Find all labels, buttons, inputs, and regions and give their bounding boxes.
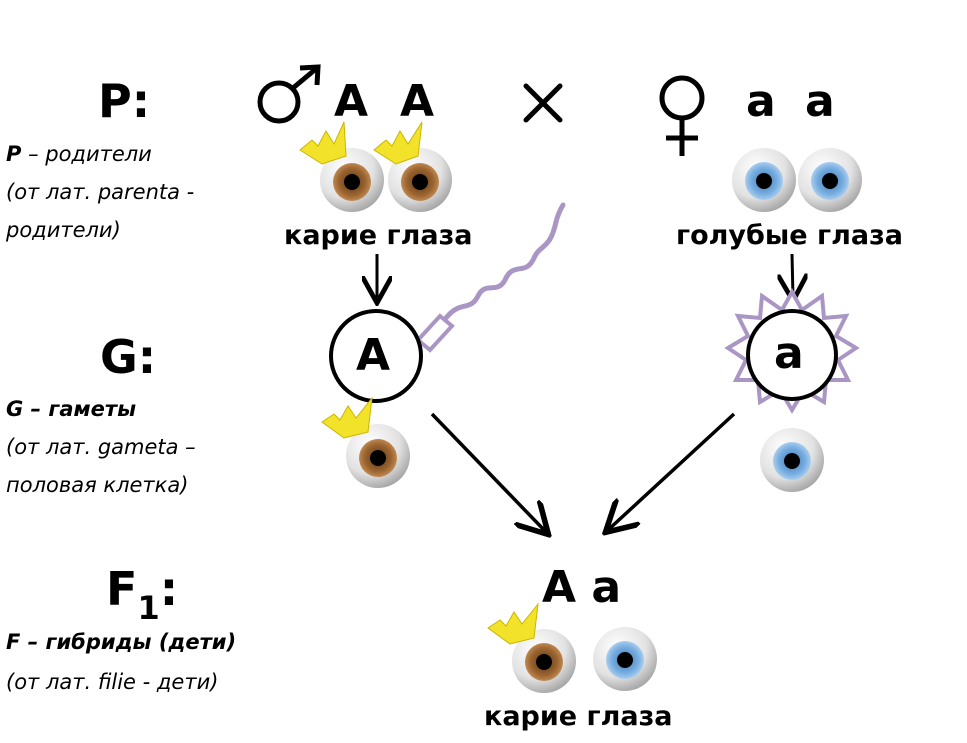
blue-eye-icon	[732, 148, 796, 212]
brown-eye-icon	[320, 148, 384, 212]
gametes-note-line3: половая клетка)	[6, 473, 189, 497]
offspring-label-sub: 1	[137, 589, 160, 627]
gametes-note-term: G – гаметы	[6, 397, 137, 421]
offspring-note-line2: (от лат. filie - дети)	[6, 670, 219, 694]
female-gamete-circle	[746, 309, 838, 401]
male-allele-1: A	[334, 76, 369, 127]
parents-note-term: Р	[6, 142, 22, 166]
gametes-note-line1: G – гаметы	[6, 393, 136, 426]
arrow-female-gamete-to-offspring	[608, 412, 736, 530]
arrow-male-gamete-to-offspring	[430, 412, 546, 532]
parents-label: P:	[98, 74, 151, 128]
gametes-label: G:	[100, 330, 157, 384]
female-allele-2: a	[805, 76, 835, 127]
offspring-note-term: F – гибриды (дети)	[6, 630, 237, 654]
offspring-trait-caption: карие глаза	[484, 701, 673, 732]
offspring-label-main: F	[106, 562, 138, 616]
parents-note-line1: Р – родители	[6, 138, 152, 171]
brown-eye-icon	[512, 629, 576, 693]
male-gamete-circle	[329, 309, 423, 403]
crown-icon	[299, 121, 347, 165]
female-gamete-allele: a	[774, 328, 804, 379]
gametes-note-line2: (от лат. gameta –	[6, 435, 196, 459]
blue-eye-icon	[593, 627, 657, 691]
brown-eye-icon	[346, 424, 410, 488]
brown-eye-icon	[388, 148, 452, 212]
crown-icon	[373, 121, 423, 165]
offspring-note-line1: F – гибриды (дети)	[6, 626, 236, 659]
parents-note-def: – родители	[21, 142, 152, 166]
male-trait-caption: карие глаза	[284, 220, 473, 251]
female-symbol-icon	[659, 75, 705, 156]
parents-note-line3: родители)	[6, 218, 121, 242]
female-allele-1: a	[746, 76, 776, 127]
blue-eye-icon	[760, 428, 824, 492]
male-symbol-icon	[257, 64, 321, 124]
parents-note-line2: (от лат. parenta -	[6, 180, 195, 204]
offspring-label-colon: :	[159, 562, 179, 616]
sperm-icon	[415, 202, 566, 353]
male-gamete-allele: A	[356, 330, 391, 381]
female-trait-caption: голубые глаза	[676, 220, 904, 251]
crown-icon	[487, 602, 539, 645]
male-allele-2: A	[400, 76, 435, 127]
blue-eye-icon	[798, 148, 862, 212]
crown-icon	[321, 396, 373, 439]
offspring-label: F1:	[106, 566, 178, 624]
offspring-genotype: A a	[542, 562, 622, 613]
cross-icon	[523, 83, 563, 123]
